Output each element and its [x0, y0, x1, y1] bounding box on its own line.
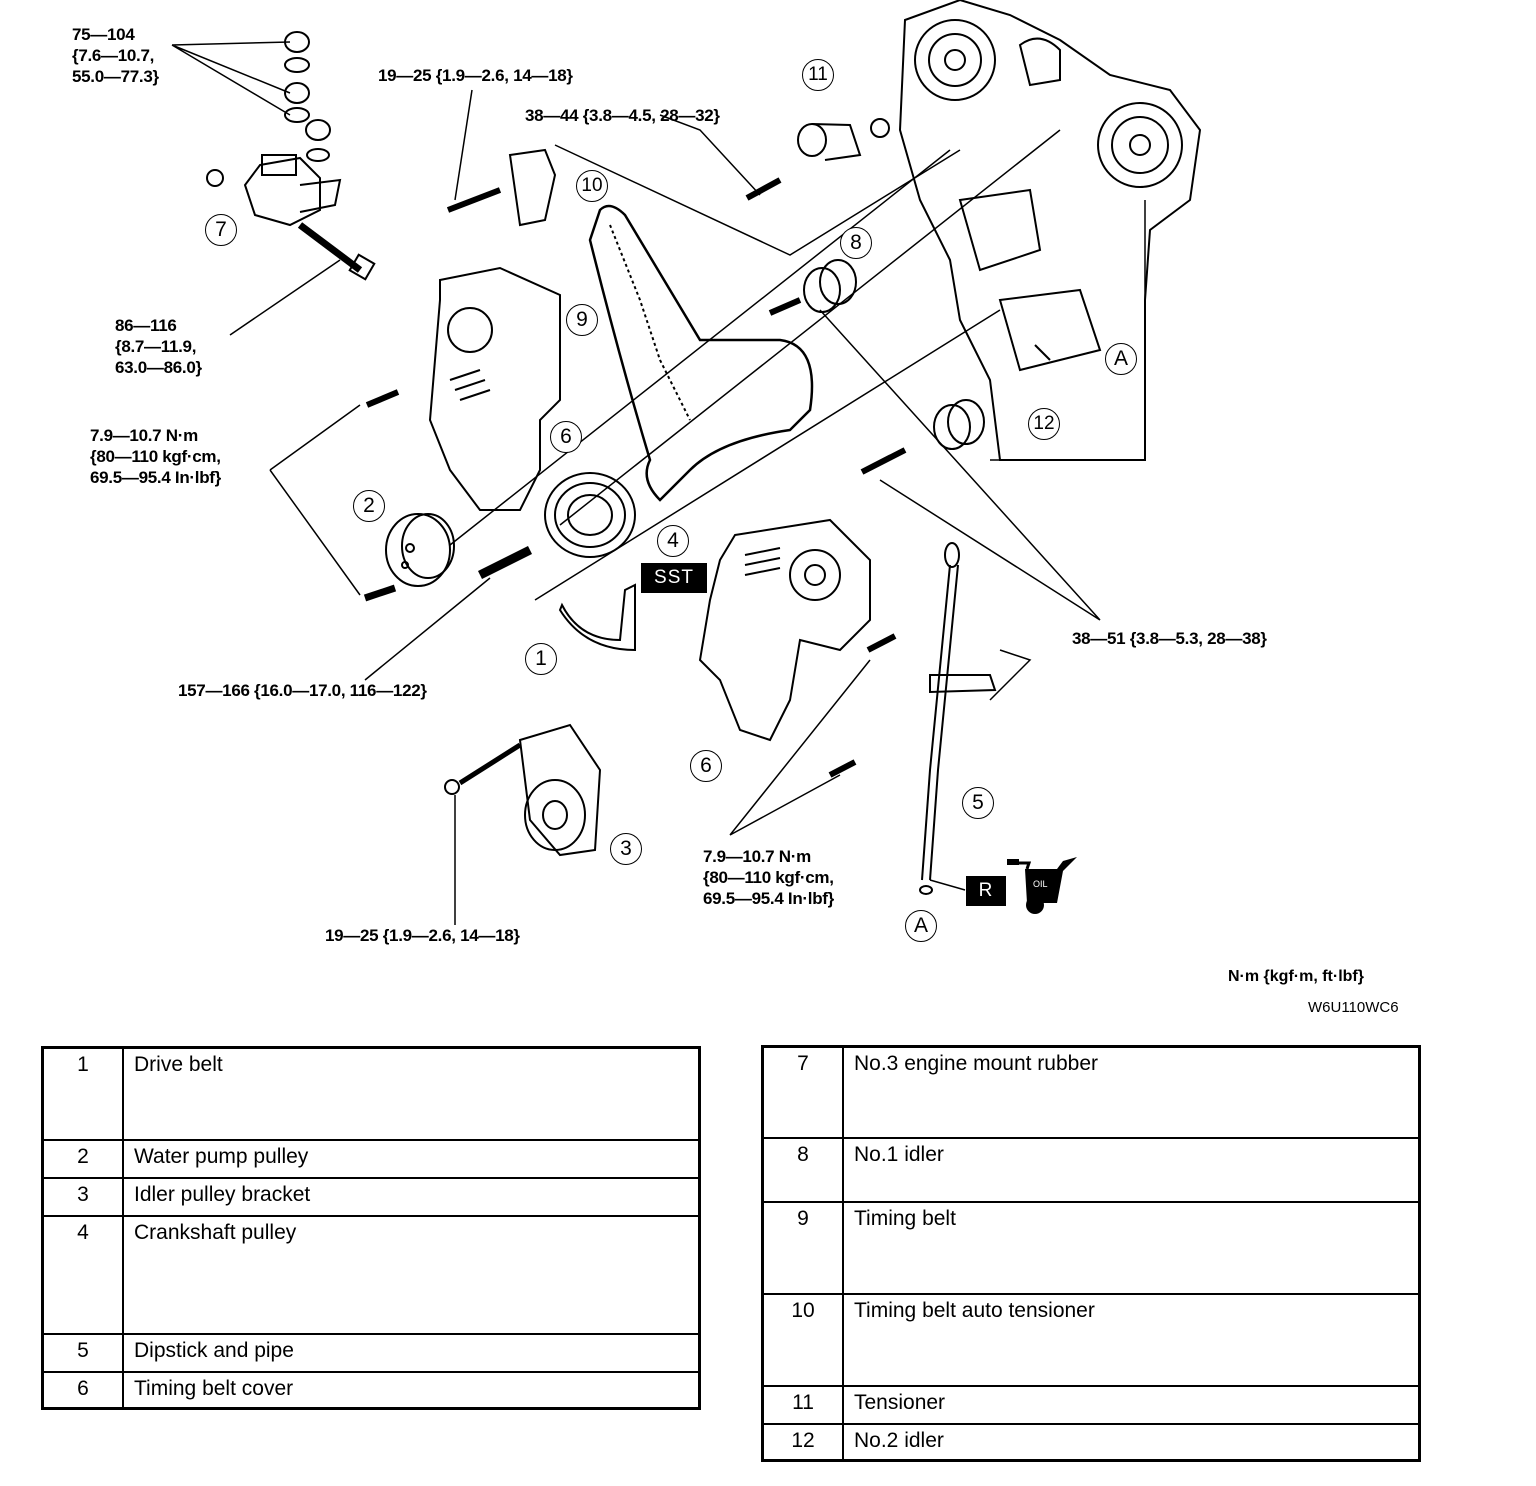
- callout-11: 11: [802, 59, 834, 91]
- callout-6-upper: 6: [550, 421, 582, 453]
- part-number: 9: [761, 1200, 844, 1295]
- torque-tensioner-bracket-bolt: 19—25 {1.9—2.6, 14—18}: [378, 66, 573, 85]
- torque-cover-bolts-lower: 7.9—10.7 N·m {80—110 kgf·cm, 69.5—95.4 I…: [703, 847, 834, 908]
- part-number: 3: [41, 1176, 124, 1217]
- part-name: Dipstick and pipe: [122, 1332, 701, 1373]
- callout-6-lower: 6: [690, 750, 722, 782]
- torque-mount-bolt: 86—116 {8.7—11.9, 63.0—86.0}: [115, 316, 202, 377]
- crankshaft-pulley-drawing: [477, 472, 636, 580]
- units-legend: N·m {kgf·m, ft·lbf}: [1228, 968, 1364, 985]
- part-name: Timing belt cover: [122, 1370, 701, 1410]
- drive-belt-drawing: [558, 583, 636, 652]
- part-number: 4: [41, 1214, 124, 1335]
- callout-7: 7: [205, 214, 237, 246]
- part-name: No.3 engine mount rubber: [842, 1045, 1421, 1139]
- part-name: Tensioner: [842, 1384, 1421, 1425]
- torque-idler-bolts: 38—51 {3.8—5.3, 28—38}: [1072, 629, 1267, 648]
- torque-mount-nuts: 75—104 {7.6—10.7, 55.0—77.3}: [72, 25, 159, 86]
- part-name: Drive belt: [122, 1046, 701, 1141]
- part-name: No.1 idler: [842, 1136, 1421, 1203]
- part-name: Water pump pulley: [122, 1138, 701, 1179]
- callout-5: 5: [962, 787, 994, 819]
- exploded-diagram: 75—104 {7.6—10.7, 55.0—77.3} 19—25 {1.9—…: [72, 0, 1399, 1016]
- callout-4: 4: [657, 525, 689, 557]
- part-number: 6: [41, 1370, 124, 1410]
- bolts-drawing: [365, 177, 907, 778]
- callout-10: 10: [576, 170, 608, 202]
- oil-can-icon: OIL: [1005, 855, 1080, 915]
- torque-cover-bolts-left: 7.9—10.7 N·m {80—110 kgf·cm, 69.5—95.4 I…: [90, 426, 221, 487]
- diagram-drawing: [171, 0, 1202, 925]
- torque-tensioner-bolt: 38—44 {3.8—4.5, 28—32}: [525, 106, 720, 125]
- auto-tensioner-drawing: [508, 148, 557, 227]
- water-pump-pulley-drawing: [363, 513, 455, 602]
- replace-tag: R: [966, 876, 1006, 906]
- part-number: 5: [41, 1332, 124, 1373]
- callout-12: 12: [1028, 408, 1060, 440]
- part-name: Idler pulley bracket: [122, 1176, 701, 1217]
- reference-mark-a-upper: A: [1105, 343, 1137, 375]
- part-name: Timing belt: [842, 1200, 1421, 1295]
- oil-label: OIL: [1033, 879, 1048, 889]
- leader-lines: [171, 41, 1146, 925]
- timing-cover-lower-drawing: [698, 518, 871, 742]
- part-name: Timing belt auto tensioner: [842, 1292, 1421, 1387]
- part-name: No.2 idler: [842, 1422, 1421, 1462]
- torque-idler-bracket-bolt: 19—25 {1.9—2.6, 14—18}: [325, 926, 520, 945]
- part-number: 10: [761, 1292, 844, 1387]
- idler-bracket-drawing: [444, 723, 602, 857]
- torque-crank-bolt: 157—166 {16.0—17.0, 116—122}: [178, 681, 427, 700]
- part-number: 7: [761, 1045, 844, 1139]
- callout-9: 9: [566, 304, 598, 336]
- sst-tag: SST: [641, 563, 707, 593]
- engine-mount-drawing: [206, 31, 376, 281]
- callout-1: 1: [525, 643, 557, 675]
- engine-block: [898, 0, 1202, 461]
- callout-2: 2: [353, 490, 385, 522]
- dipstick-drawing: [919, 542, 997, 895]
- callout-3: 3: [610, 833, 642, 865]
- part-number: 1: [41, 1046, 124, 1141]
- reference-mark-a-lower: A: [905, 910, 937, 942]
- idlers-drawing: [797, 118, 985, 450]
- timing-cover-upper-drawing: [428, 266, 561, 511]
- part-number: 11: [761, 1384, 844, 1425]
- part-number: 2: [41, 1138, 124, 1179]
- part-number: 12: [761, 1422, 844, 1462]
- part-name: Crankshaft pulley: [122, 1214, 701, 1335]
- figure-code: W6U110WC6: [1308, 999, 1399, 1016]
- part-number: 8: [761, 1136, 844, 1203]
- callout-8: 8: [840, 227, 872, 259]
